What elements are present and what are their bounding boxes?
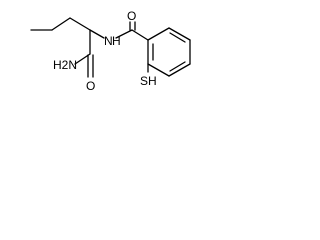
amide-nitrogen-label: N (104, 34, 113, 48)
amide-oxygen-label: O (86, 79, 95, 93)
bond-propyl-3 (69, 17, 91, 31)
thiol-group-label: SH (140, 74, 157, 88)
carbonyl-oxygen-label: O (127, 9, 136, 23)
bond-n-to-carbonyl (115, 29, 133, 39)
ring-bond-5 (147, 63, 170, 77)
ring-bond-2 (168, 27, 191, 41)
chemical-structure: O N H H2N O SH (30, 9, 191, 93)
ring-bond-1 (147, 27, 170, 41)
ring-inner-bond-1 (169, 32, 186, 43)
ring-inner-bond-2 (169, 61, 186, 72)
primary-amide-group-label: H2N (53, 58, 77, 72)
bond-carbonyl-to-ring (131, 29, 149, 41)
ring-bond-4 (168, 63, 191, 77)
amide-hydrogen-label: H (112, 34, 121, 48)
bond-alpha-to-n (89, 29, 105, 39)
bond-propyl-2 (51, 17, 71, 31)
